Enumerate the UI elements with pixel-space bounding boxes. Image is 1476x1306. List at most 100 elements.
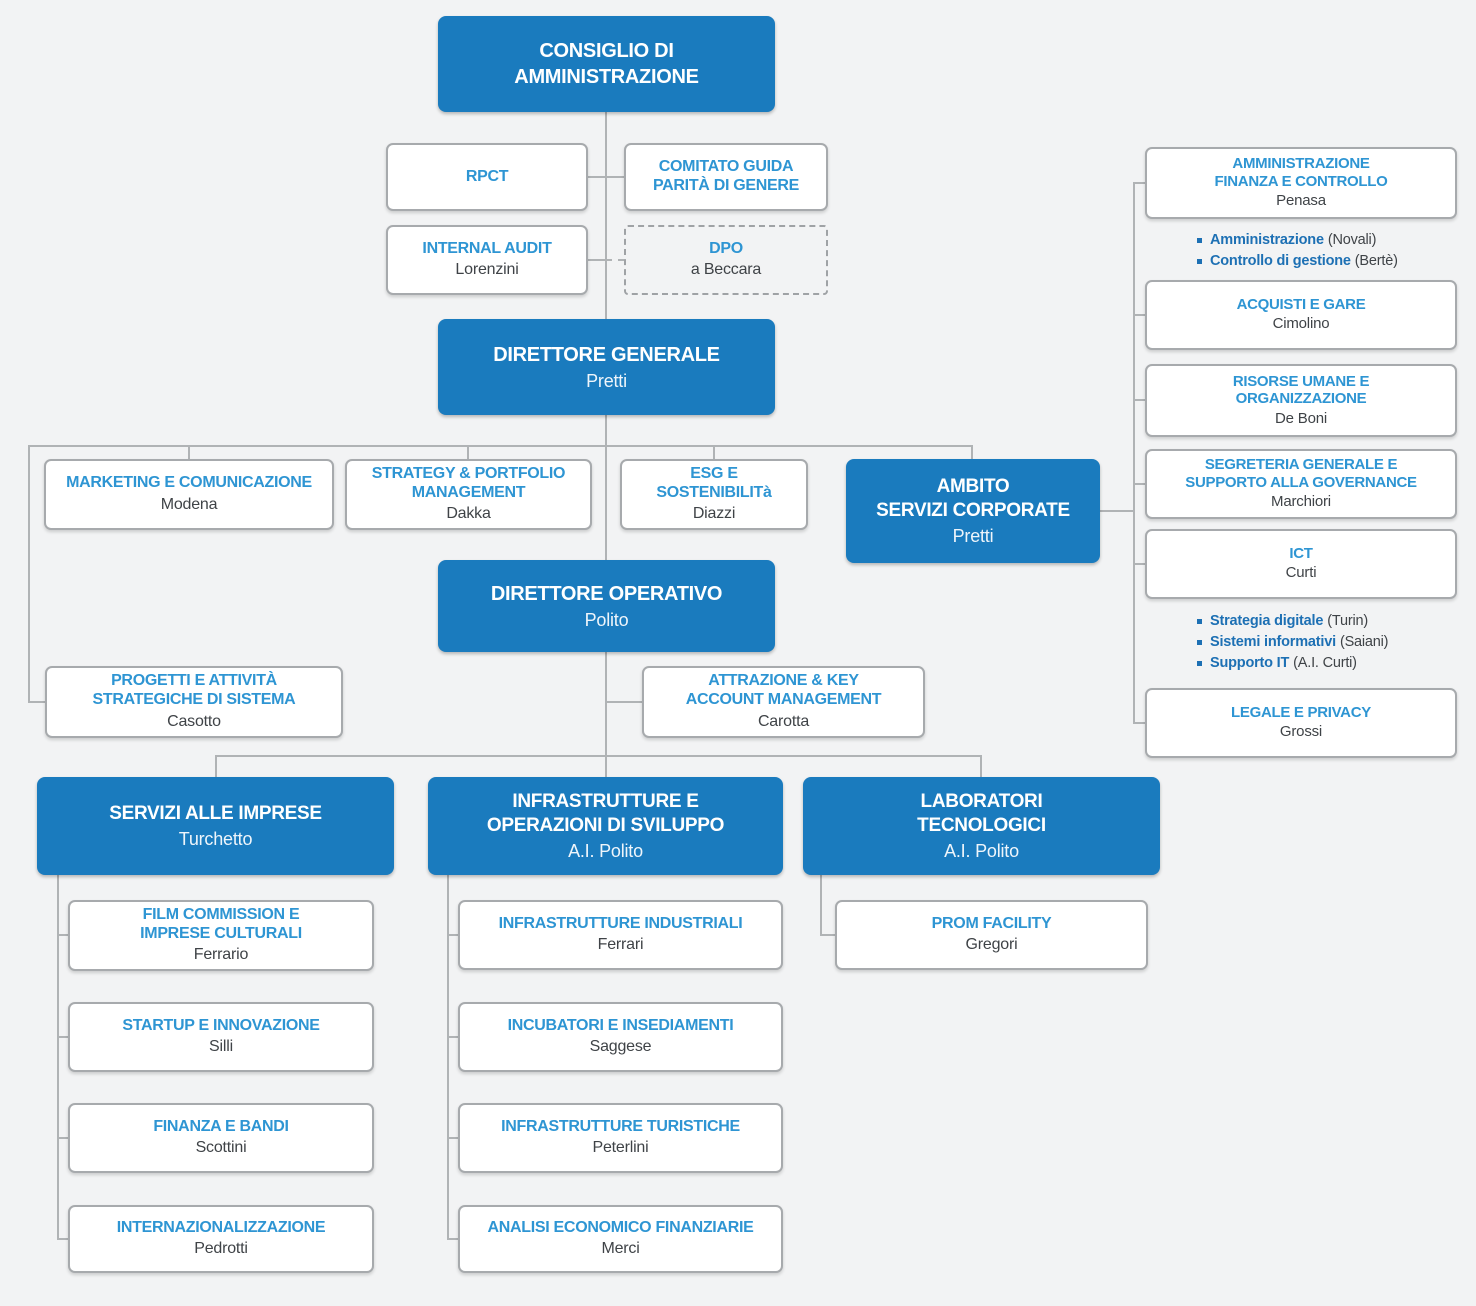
node-title: FINANZA E BANDI — [153, 1117, 289, 1135]
sublist-label: Strategia digitale — [1210, 613, 1324, 629]
node-person: a Beccara — [690, 261, 762, 279]
node-infrastrutture-industriali: INFRASTRUTTURE INDUSTRIALI Ferrari — [458, 900, 783, 970]
node-title: AMMINISTRAZIONE FINANZA E CONTROLLO — [1214, 155, 1388, 190]
node-person: Penasa — [1276, 192, 1326, 210]
node-person: Pretti — [586, 370, 627, 391]
node-person: Modena — [160, 495, 218, 513]
connector-line — [215, 755, 217, 777]
node-risorse-umane-e-organizzazione: RISORSE UMANE E ORGANIZZAZIONE De Boni — [1145, 364, 1457, 437]
node-ict: ICT Curti — [1145, 529, 1457, 599]
sublist-detail: (Saiani) — [1339, 634, 1389, 650]
bullet-square-icon — [1197, 640, 1202, 645]
node-title: LEGALE E PRIVACY — [1231, 703, 1371, 721]
node-person: Peterlini — [592, 1139, 649, 1157]
connector-line — [467, 445, 469, 459]
node-title: SEGRETERIA GENERALE E SUPPORTO ALLA GOVE… — [1185, 456, 1417, 491]
bullet-square-icon — [1197, 238, 1202, 243]
connector-line — [57, 1238, 68, 1240]
sublist-item: Strategia digitale (Turin) — [1197, 611, 1472, 632]
node-prom-facility: PROM FACILITY Gregori — [835, 900, 1148, 970]
node-title: DIRETTORE OPERATIVO — [490, 582, 723, 605]
node-person: Marchiori — [1271, 493, 1331, 511]
node-title: INFRASTRUTTURE INDUSTRIALI — [498, 914, 743, 932]
connector-line — [447, 1238, 458, 1240]
sublist-detail: (A.I. Curti) — [1293, 655, 1357, 671]
connector-line — [713, 445, 715, 459]
node-title: DPO — [709, 239, 743, 257]
connector-line — [1133, 399, 1145, 401]
connector-line — [971, 445, 973, 459]
connector-line — [447, 1036, 458, 1038]
sublist-item: Sistemi informativi (Saiani) — [1197, 632, 1472, 653]
node-esg-e-sostenibilita: ESG E SOSTENIBILITà Diazzi — [620, 459, 808, 530]
node-person: Cimolino — [1272, 315, 1330, 333]
node-ambito-servizi-corporate: AMBITO SERVIZI CORPORATE Pretti — [846, 459, 1100, 563]
node-title: CONSIGLIO DI AMMINISTRAZIONE — [514, 40, 699, 88]
sublist-detail: (Turin) — [1327, 613, 1369, 629]
connector-line — [605, 701, 642, 703]
sublist-label: Sistemi informativi — [1210, 634, 1336, 650]
connector-line — [1133, 314, 1145, 316]
node-title: INFRASTRUTTURE E OPERAZIONI DI SVILUPPO — [486, 791, 725, 836]
amministrazione-sublist: Amministrazione (Novali) Controllo di ge… — [1197, 230, 1472, 272]
node-title: INCUBATORI E INSEDIAMENTI — [507, 1016, 734, 1034]
connector-line — [447, 875, 449, 1240]
connector-line — [820, 934, 835, 936]
connector-line — [980, 755, 982, 777]
connector-line — [215, 755, 982, 757]
node-marketing-e-comunicazione: MARKETING E COMUNICAZIONE Modena — [44, 459, 334, 530]
connector-line-dashed — [606, 259, 624, 261]
node-film-commission-e-imprese-culturali: FILM COMMISSION E IMPRESE CULTURALI Ferr… — [68, 900, 374, 971]
node-person: Scottini — [195, 1139, 247, 1157]
node-title: INTERNAZIONALIZZAZIONE — [116, 1218, 326, 1236]
node-title: ANALISI ECONOMICO FINANZIARIE — [487, 1218, 754, 1236]
node-person: Lorenzini — [455, 261, 519, 279]
connector-line — [1133, 182, 1135, 724]
connector-line — [605, 415, 607, 560]
connector-line — [1133, 722, 1145, 724]
connector-line — [57, 875, 59, 1240]
node-person: Casotto — [167, 712, 221, 730]
node-attrazione-key-account-management: ATTRAZIONE & KEY ACCOUNT MANAGEMENT Caro… — [642, 666, 925, 738]
node-title: SERVIZI ALLE IMPRESE — [109, 802, 322, 824]
node-laboratori-tecnologici: LABORATORI TECNOLOGICI A.I. Polito — [803, 777, 1160, 875]
connector-line — [588, 176, 624, 178]
node-title: DIRETTORE GENERALE — [493, 343, 720, 366]
bullet-square-icon — [1197, 661, 1202, 666]
connector-line — [605, 652, 607, 777]
node-title: FILM COMMISSION E IMPRESE CULTURALI — [140, 905, 302, 942]
node-title: RPCT — [465, 167, 509, 185]
node-person: Carotta — [757, 712, 810, 730]
connector-line — [28, 701, 45, 703]
node-infrastrutture-turistiche: INFRASTRUTTURE TURISTICHE Peterlini — [458, 1103, 783, 1173]
connector-line — [57, 934, 68, 936]
connector-line — [1100, 510, 1133, 512]
node-startup-e-innovazione: STARTUP E INNOVAZIONE Silli — [68, 1002, 374, 1072]
node-person: Ferrario — [193, 946, 249, 964]
node-person: Polito — [584, 609, 629, 630]
node-title: ICT — [1289, 544, 1313, 562]
sublist-label: Amministrazione — [1210, 232, 1324, 248]
node-amministrazione-finanza-e-controllo: AMMINISTRAZIONE FINANZA E CONTROLLO Pena… — [1145, 147, 1457, 219]
node-person: Ferrari — [597, 936, 644, 954]
node-dpo: DPO a Beccara — [624, 225, 828, 295]
node-strategy-portfolio-management: STRATEGY & PORTFOLIO MANAGEMENT Dakka — [345, 459, 592, 530]
node-title: COMITATO GUIDA PARITÀ DI GENERE — [652, 158, 800, 194]
node-person: A.I. Polito — [944, 840, 1019, 861]
node-rpct: RPCT — [386, 143, 588, 211]
node-segreteria-generale-e-supporto-alla-governance: SEGRETERIA GENERALE E SUPPORTO ALLA GOVE… — [1145, 449, 1457, 519]
node-person: Merci — [601, 1240, 640, 1258]
connector-line — [28, 445, 30, 703]
sublist-item: Amministrazione (Novali) — [1197, 230, 1472, 251]
node-person: Saggese — [589, 1038, 652, 1056]
node-comitato-guida-parita-di-genere: COMITATO GUIDA PARITÀ DI GENERE — [624, 143, 828, 211]
sublist-item: Controllo di gestione (Bertè) — [1197, 251, 1472, 272]
connector-line — [1133, 483, 1145, 485]
connector-line — [820, 875, 822, 936]
node-title: ACQUISTI E GARE — [1236, 295, 1366, 313]
node-title: STARTUP E INNOVAZIONE — [122, 1016, 320, 1034]
node-title: RISORSE UMANE E ORGANIZZAZIONE — [1232, 372, 1370, 408]
connector-line — [447, 934, 458, 936]
node-acquisti-e-gare: ACQUISTI E GARE Cimolino — [1145, 280, 1457, 350]
connector-line — [188, 445, 190, 459]
